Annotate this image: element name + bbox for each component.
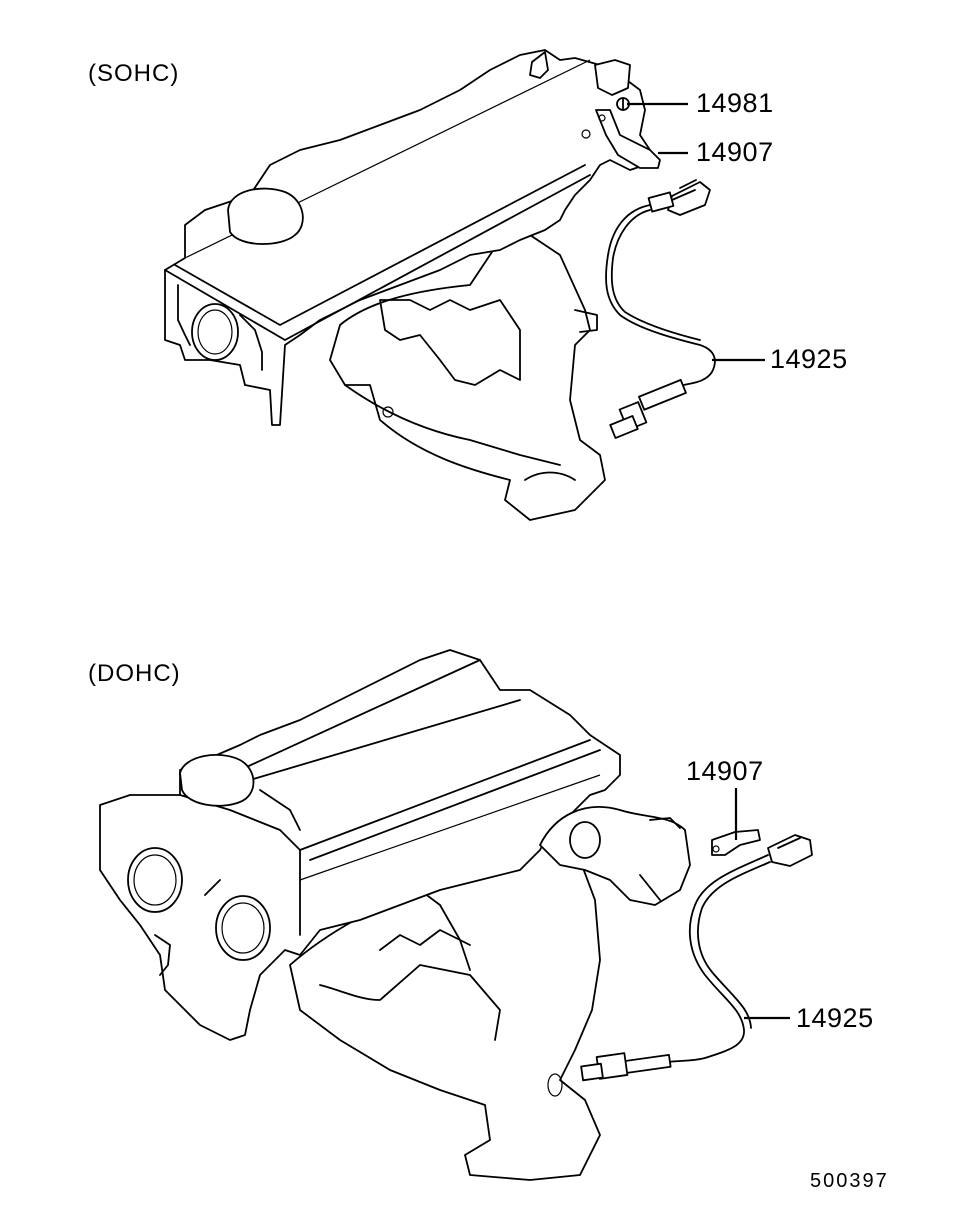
sohc-oxygen-sensor-14925 — [605, 179, 716, 439]
dohc-bracket-14907 — [711, 829, 761, 856]
dohc-oxygen-sensor-14925 — [580, 834, 813, 1082]
dohc-cam-seal-right — [215, 895, 271, 961]
sohc-bracket-14907 — [595, 109, 661, 169]
drawing-reference-number: 500397 — [810, 1170, 889, 1192]
dohc-engine-illustration — [99, 649, 761, 1181]
dohc-callout-14925: 14925 — [796, 1003, 874, 1033]
sohc-engine-illustration — [164, 49, 661, 521]
sohc-exhaust-manifold — [329, 234, 606, 521]
sohc-cam-seal — [191, 303, 239, 361]
sohc-section-heading: (SOHC) — [88, 60, 180, 87]
sohc-cylinder-head — [164, 49, 651, 426]
dohc-section-heading: (DOHC) — [88, 660, 181, 687]
dohc-cam-seal-left — [127, 847, 183, 913]
sohc-callout-14925: 14925 — [770, 344, 848, 374]
dohc-oil-filler-cap — [179, 754, 255, 807]
sohc-callout-14981: 14981 — [696, 88, 774, 118]
dohc-callout-14907: 14907 — [686, 756, 764, 786]
sohc-callout-14907: 14907 — [696, 137, 774, 167]
sohc-oil-filler-cap — [227, 187, 304, 245]
